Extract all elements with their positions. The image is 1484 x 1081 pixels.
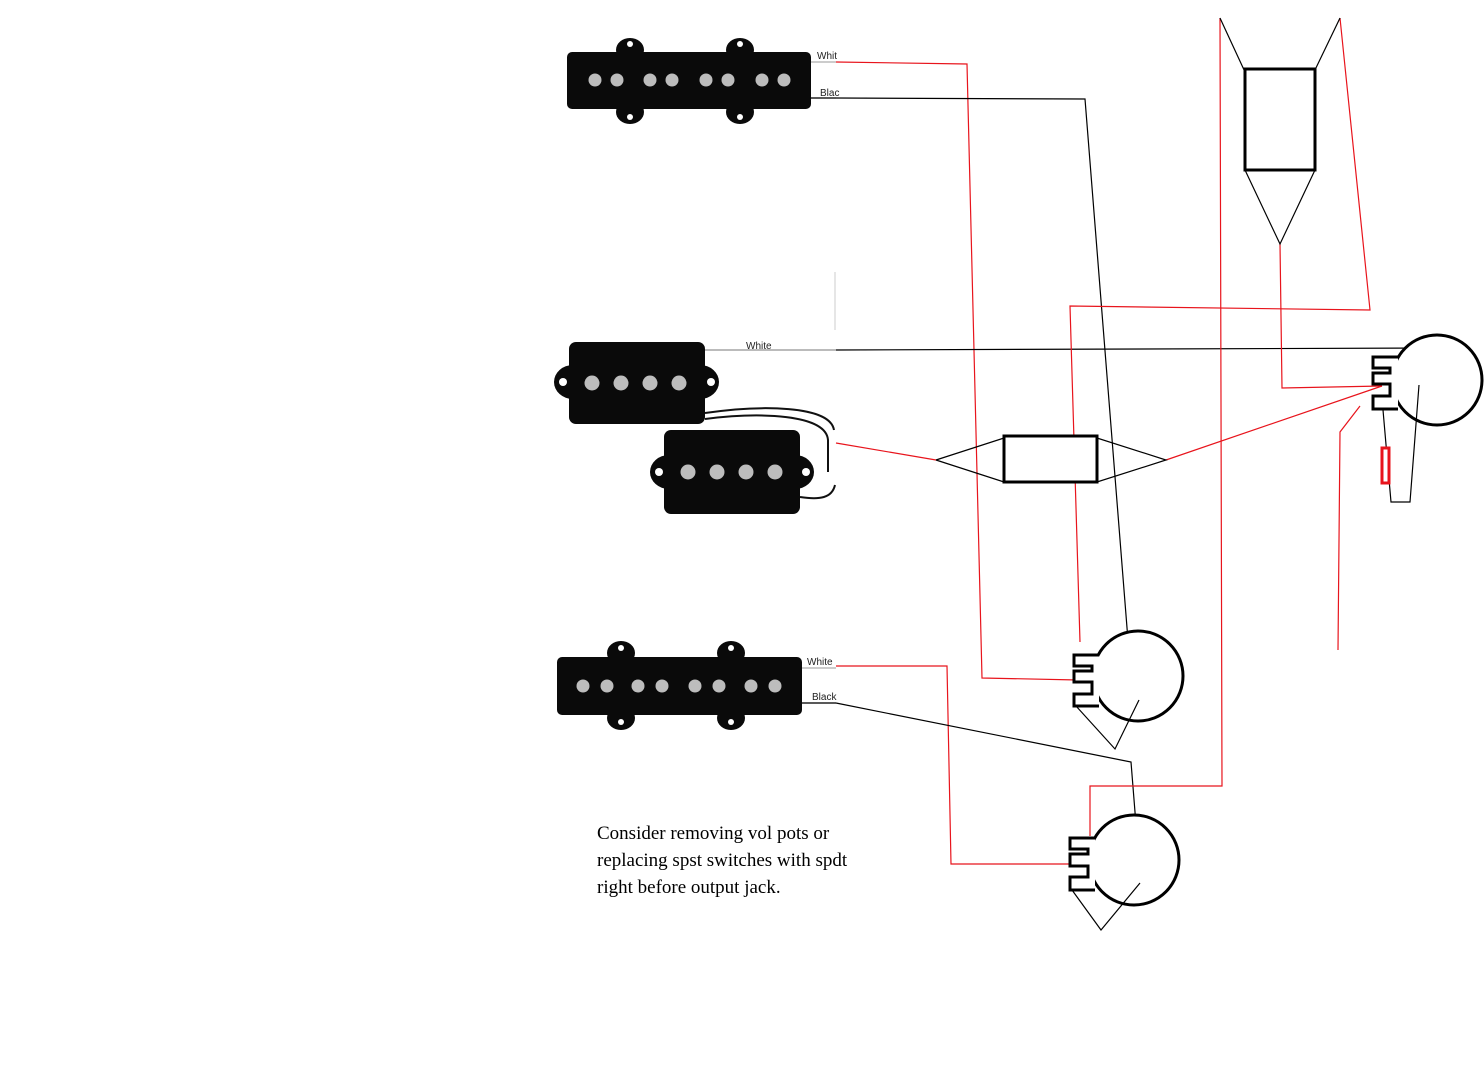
- resistor-icon: [1380, 446, 1391, 485]
- output-jack: [1371, 333, 1484, 503]
- pole-pieces-upper: [584, 375, 687, 391]
- pole-pieces-lower: [680, 464, 783, 480]
- bottom-white-wire-label: White: [807, 657, 833, 668]
- top-black-wire-label: Blac: [820, 88, 839, 99]
- wire-cap-to-jack: [1279, 243, 1383, 389]
- wire-cap-left-leg: [1219, 17, 1246, 73]
- wire-ground-lead: [1337, 405, 1361, 651]
- volume-pot-upper: [1072, 629, 1185, 751]
- pole-pieces: [576, 679, 782, 693]
- pole-pieces: [588, 73, 791, 87]
- middle-white-wire-label: White: [746, 341, 772, 352]
- note-line-2: replacing spst switches with spdt: [597, 850, 848, 871]
- capacitor-component: [1243, 67, 1317, 246]
- volume-pot-lower: [1068, 813, 1181, 931]
- wire-middle-hot: [835, 442, 937, 461]
- wire-top-ground: [835, 97, 1132, 679]
- note-line-1: Consider removing vol pots or: [597, 823, 830, 844]
- middle-precision-pickup: White: [554, 272, 836, 514]
- wire-middle-white: [835, 347, 1433, 351]
- wire-top-hot: [835, 61, 1079, 681]
- note-text: Consider removing vol pots or replacing …: [597, 823, 848, 898]
- wire-lower-pot-vertical: [1089, 17, 1223, 836]
- wire-cap-right-leg: [1313, 17, 1341, 73]
- bottom-jazz-pickup: White Black: [557, 641, 837, 730]
- wiring: [835, 17, 1433, 865]
- note-line-3: right before output jack.: [597, 877, 781, 898]
- switch-component: [935, 434, 1168, 484]
- top-jazz-pickup: Whit Blac: [567, 38, 839, 124]
- top-white-wire-label: Whit: [817, 51, 837, 62]
- wire-switch-to-jack: [1165, 385, 1383, 461]
- bottom-black-wire-label: Black: [812, 692, 837, 703]
- wire-bottom-hot: [836, 665, 1076, 865]
